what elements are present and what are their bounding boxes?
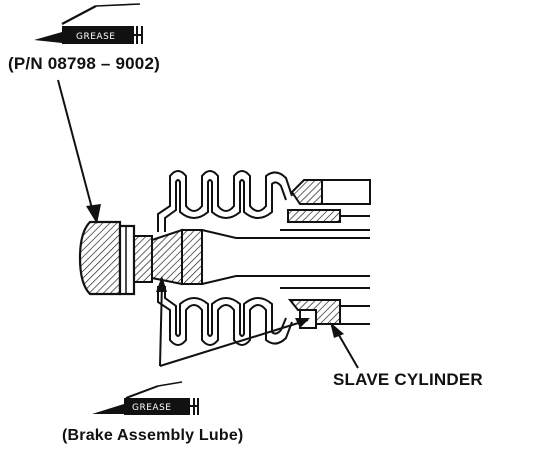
callout-arrow-slave xyxy=(330,322,359,369)
slave-cylinder-housing-lower xyxy=(280,287,370,329)
pushrod-ball-end xyxy=(78,220,136,296)
dust-boot-lower xyxy=(157,286,293,346)
brake-lube-label: (Brake Assembly Lube) xyxy=(62,427,244,444)
slave-cylinder-label: SLAVE CYLINDER xyxy=(333,370,483,389)
callout-arrow-ball xyxy=(57,79,101,224)
grease-label-top: GREASE xyxy=(76,32,115,42)
grease-tube-bottom-icon: GREASE xyxy=(92,381,199,415)
grease-label-bottom: GREASE xyxy=(132,403,171,413)
slave-cylinder-housing-upper xyxy=(280,179,371,231)
grease-tube-top-icon: GREASE xyxy=(34,3,143,44)
pushrod xyxy=(133,228,370,286)
dust-boot-upper xyxy=(157,170,293,232)
callout-leader-lube xyxy=(156,276,310,367)
part-number-label: (P/N 08798 – 9002) xyxy=(8,54,160,73)
